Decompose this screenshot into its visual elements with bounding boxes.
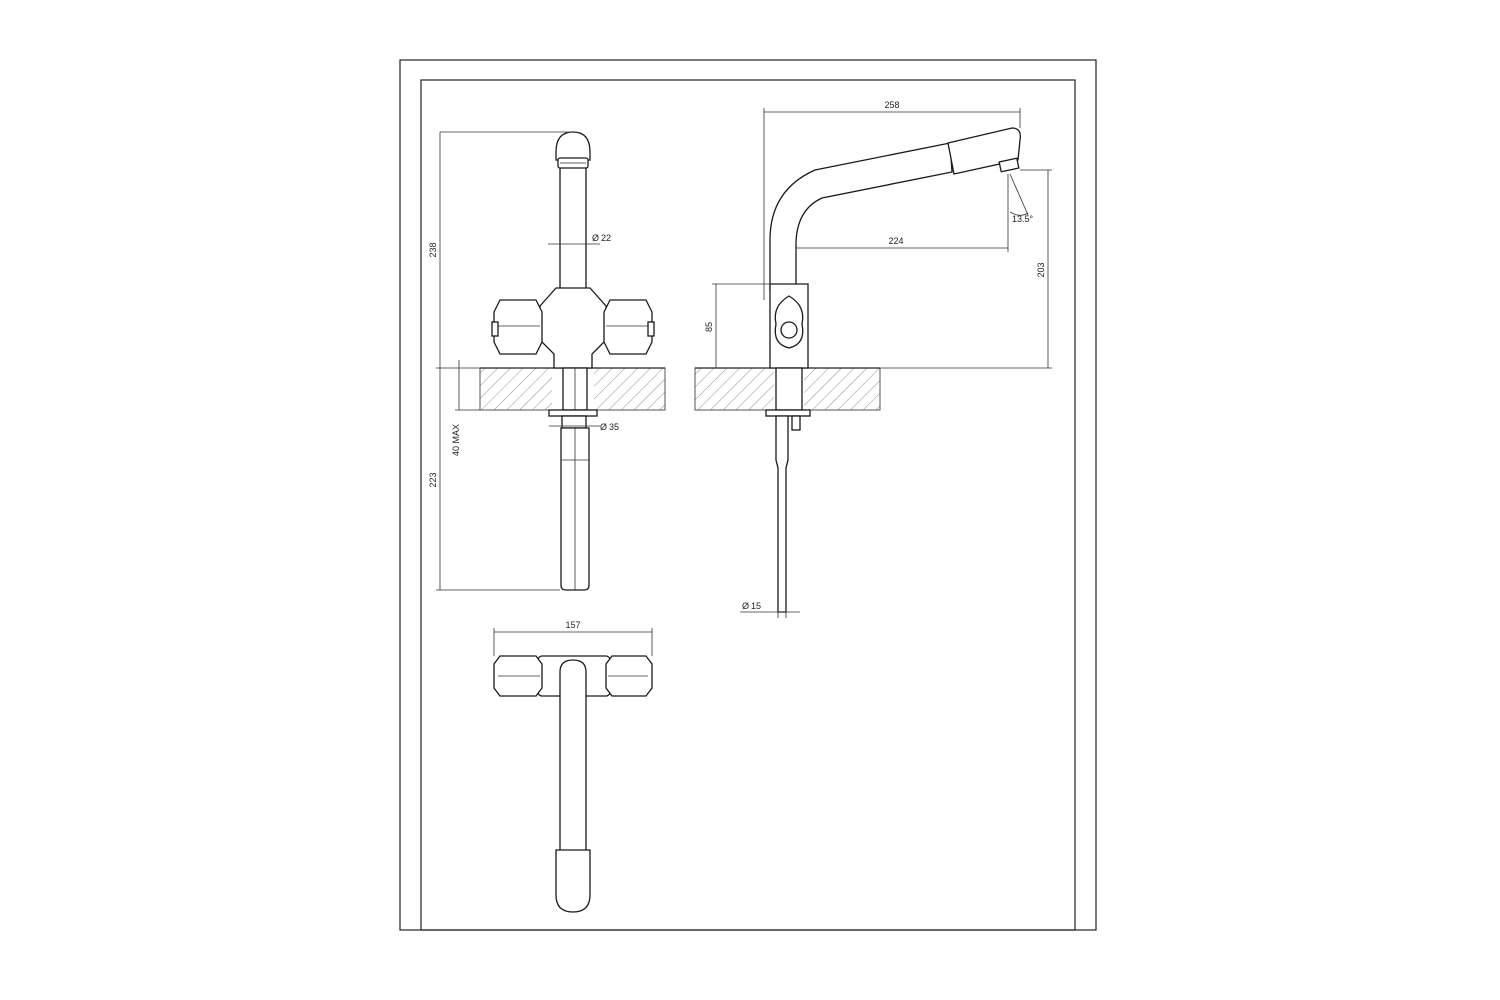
front-left-handle — [493, 299, 543, 355]
front-spout-head — [555, 131, 591, 161]
side-view: 258 224 13.5° 203 85 Ø 15 — [694, 100, 1052, 618]
front-back-nut — [548, 409, 598, 417]
dim-spout-diameter: 22 — [601, 233, 611, 243]
dim-side-inner-reach: 224 — [888, 236, 903, 246]
side-spout — [769, 142, 953, 291]
dim-shank-diameter-symbol: Ø — [600, 422, 607, 432]
front-right-handle — [603, 299, 653, 355]
dim-spout-angle: 13.5° — [1012, 214, 1034, 224]
plan-spout — [559, 659, 587, 861]
front-tap-body — [539, 287, 607, 369]
dim-side-reach: 258 — [884, 100, 899, 110]
dim-counter-thickness: 40 MAX — [451, 424, 461, 456]
side-tail-pipe — [775, 415, 789, 613]
front-spout-column — [559, 164, 587, 291]
inner-frame — [420, 79, 1076, 931]
dim-front-height: 238 — [428, 242, 438, 257]
plan-spout-nozzle — [555, 849, 591, 913]
dim-shank-diameter: 35 — [609, 422, 619, 432]
dim-tail-diameter-symbol: Ø — [742, 601, 749, 611]
dim-spout-outlet-height: 203 — [1036, 262, 1046, 277]
plan-view: 157 — [493, 620, 653, 913]
outer-frame — [399, 59, 1097, 931]
dim-body-height: 85 — [704, 322, 714, 332]
side-handle-cap — [780, 321, 798, 339]
front-view: 238 Ø 22 223 40 MAX Ø 35 — [428, 131, 666, 591]
dim-below-counter: 223 — [428, 472, 438, 487]
dim-spout-diameter-symbol: Ø — [592, 233, 599, 243]
dim-tail-diameter: 15 — [751, 601, 761, 611]
dim-plan-width: 157 — [565, 620, 580, 630]
side-back-nut — [765, 409, 811, 417]
